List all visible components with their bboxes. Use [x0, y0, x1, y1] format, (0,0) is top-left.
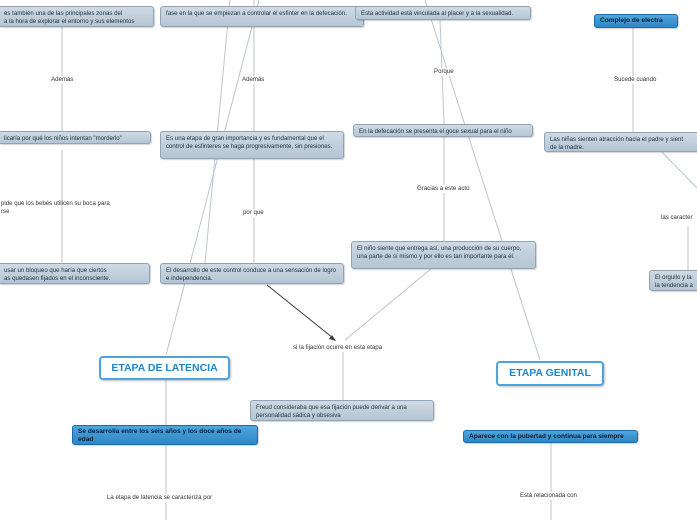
stage-title-genital[interactable]: ETAPA GENITAL	[496, 361, 604, 386]
label-caracteristicas: las caracter	[660, 214, 694, 222]
topic-anal-importance[interactable]: Es una etapa de gran importancia y es fu…	[160, 131, 344, 159]
label-sucede-cuando: Sucede cuando	[613, 76, 658, 84]
label-relacionada: Está relacionada con	[519, 492, 578, 500]
connector	[659, 149, 697, 189]
label-ademas-oral: Además	[50, 76, 75, 84]
connector	[344, 267, 433, 341]
topic-child-feels[interactable]: El niño siente que entrega así, una prod…	[351, 241, 536, 269]
label-latencia-caracteriza: La etapa de latencia se caracteriza por	[106, 494, 214, 502]
topic-oral-bloqueo[interactable]: usar un bloqueo que haría que ciertos as…	[0, 263, 150, 284]
connector	[165, 0, 260, 356]
topic-phallic-pleasure[interactable]: Esta actividad está vinculada al placer …	[355, 6, 531, 20]
label-ademas-anal: Además	[241, 76, 266, 84]
connector	[424, 0, 541, 361]
topic-orgullo[interactable]: El orgullo y la la tendencia a	[649, 270, 697, 291]
topic-defecation-pleasure[interactable]: En la defecación se presenta el goce sex…	[353, 124, 533, 137]
topic-girls-attraction[interactable]: Las niñas sienten atracción hacia el pad…	[544, 132, 697, 152]
topic-oral-boca: pide que los bebés utilicen su boca para…	[1, 200, 110, 215]
arrow-head	[329, 335, 336, 341]
fixation-arrow	[266, 284, 334, 339]
label-por-que: por que	[242, 209, 265, 217]
topic-anal-logro[interactable]: El desarrollo de este control conduce a …	[160, 263, 344, 284]
stage-title-latencia[interactable]: ETAPA DE LATENCIA	[99, 356, 230, 380]
topic-oral-mordedor[interactable]: licaría por qué los niños intentan "mord…	[0, 131, 151, 144]
topic-freud-fixation[interactable]: Freud consideraba que esa fijación puede…	[250, 400, 434, 421]
label-porque: Porque	[433, 68, 455, 76]
topic-latencia-age[interactable]: Se desarrolla entre los seis años y los …	[72, 425, 258, 445]
topic-genital-age[interactable]: Aparece con la pubertad y continua para …	[463, 430, 638, 443]
topic-oral-exploration[interactable]: es también una de las principales zonas …	[0, 6, 154, 27]
label-gracias-acto: Gracias a este acto	[416, 185, 471, 193]
topic-anal-control[interactable]: fase en la que se empiezan a controlar e…	[160, 6, 364, 27]
label-fijacion: si la fijación ocurre en esta etapa	[292, 344, 384, 352]
topic-electra-complex[interactable]: Complejo de electra	[594, 14, 678, 28]
